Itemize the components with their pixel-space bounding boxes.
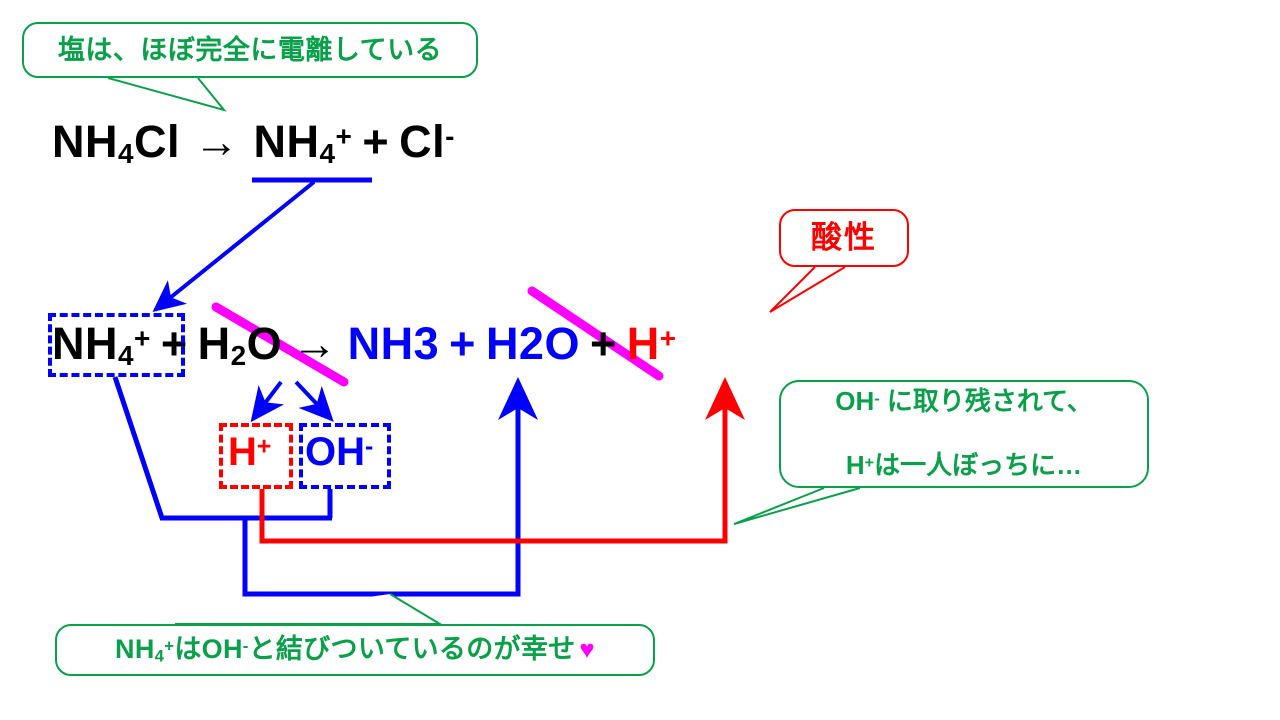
callout-happy-pair-text: NH4+はOH-と結びついているのが幸せ♥	[115, 633, 595, 666]
callout-tail-acidic	[769, 266, 846, 313]
callout-lonely-proton-lines: OH- に取り残されて、 H+は一人ぼっちに…	[835, 355, 1093, 514]
proton-species-label: H+	[228, 430, 272, 474]
eq-reactant-ammonium: NH4+	[52, 318, 151, 372]
hydroxide-species-label: OH-	[305, 430, 374, 474]
callout-acidic-text: 酸性	[811, 220, 877, 256]
eq-reactant-ammonium-chloride: NH4Cl	[52, 116, 181, 170]
ammonium-highlight-box	[48, 313, 185, 377]
callout-dissociation-note: 塩は、ほぼ完全に電離している	[22, 22, 478, 78]
heart-icon: ♥	[579, 635, 595, 664]
callout-lonely-proton-line-1: OH- に取り残されて、	[835, 386, 1093, 417]
arrow-water-to-proton	[250, 380, 285, 423]
eq-product-proton: H+	[626, 318, 677, 369]
eq-reactant-water: H2O	[197, 318, 283, 372]
eq-product-ammonium: NH4+	[253, 116, 353, 170]
dissociation-equation: NH4Cl → NH4++Cl-	[52, 116, 455, 170]
eq-product-chloride: Cl-	[399, 116, 455, 167]
eq-product-water: H2O	[485, 318, 580, 369]
hydroxide-highlight-box	[299, 423, 391, 489]
callout-tail-happy-pair	[175, 593, 444, 625]
eq-arrow-main: →	[292, 318, 338, 369]
eq-plus-2: +	[449, 318, 476, 369]
callout-lonely-proton: OH- に取り残されて、 H+は一人ぼっちに…	[779, 380, 1149, 488]
callout-tail-dissociation	[107, 77, 227, 112]
eq-arrow: →	[194, 116, 240, 167]
arrow-ammonium-to-box	[152, 180, 316, 313]
hydrolysis-equation: NH4++H2O→NH3+H2O+H+	[52, 318, 677, 372]
callout-lonely-proton-line-2: H+は一人ぼっちに…	[845, 449, 1083, 480]
proton-highlight-box	[219, 423, 293, 489]
eq-product-ammonia: NH3	[347, 318, 440, 369]
arrow-water-to-hydroxide	[294, 380, 334, 422]
eq-plus-3: +	[589, 318, 617, 369]
eq-plus: +	[362, 116, 390, 167]
callout-acidic: 酸性	[779, 209, 909, 267]
callout-happy-pair: NH4+はOH-と結びついているのが幸せ♥	[55, 624, 655, 676]
callout-dissociation-text: 塩は、ほぼ完全に電離している	[57, 34, 443, 65]
